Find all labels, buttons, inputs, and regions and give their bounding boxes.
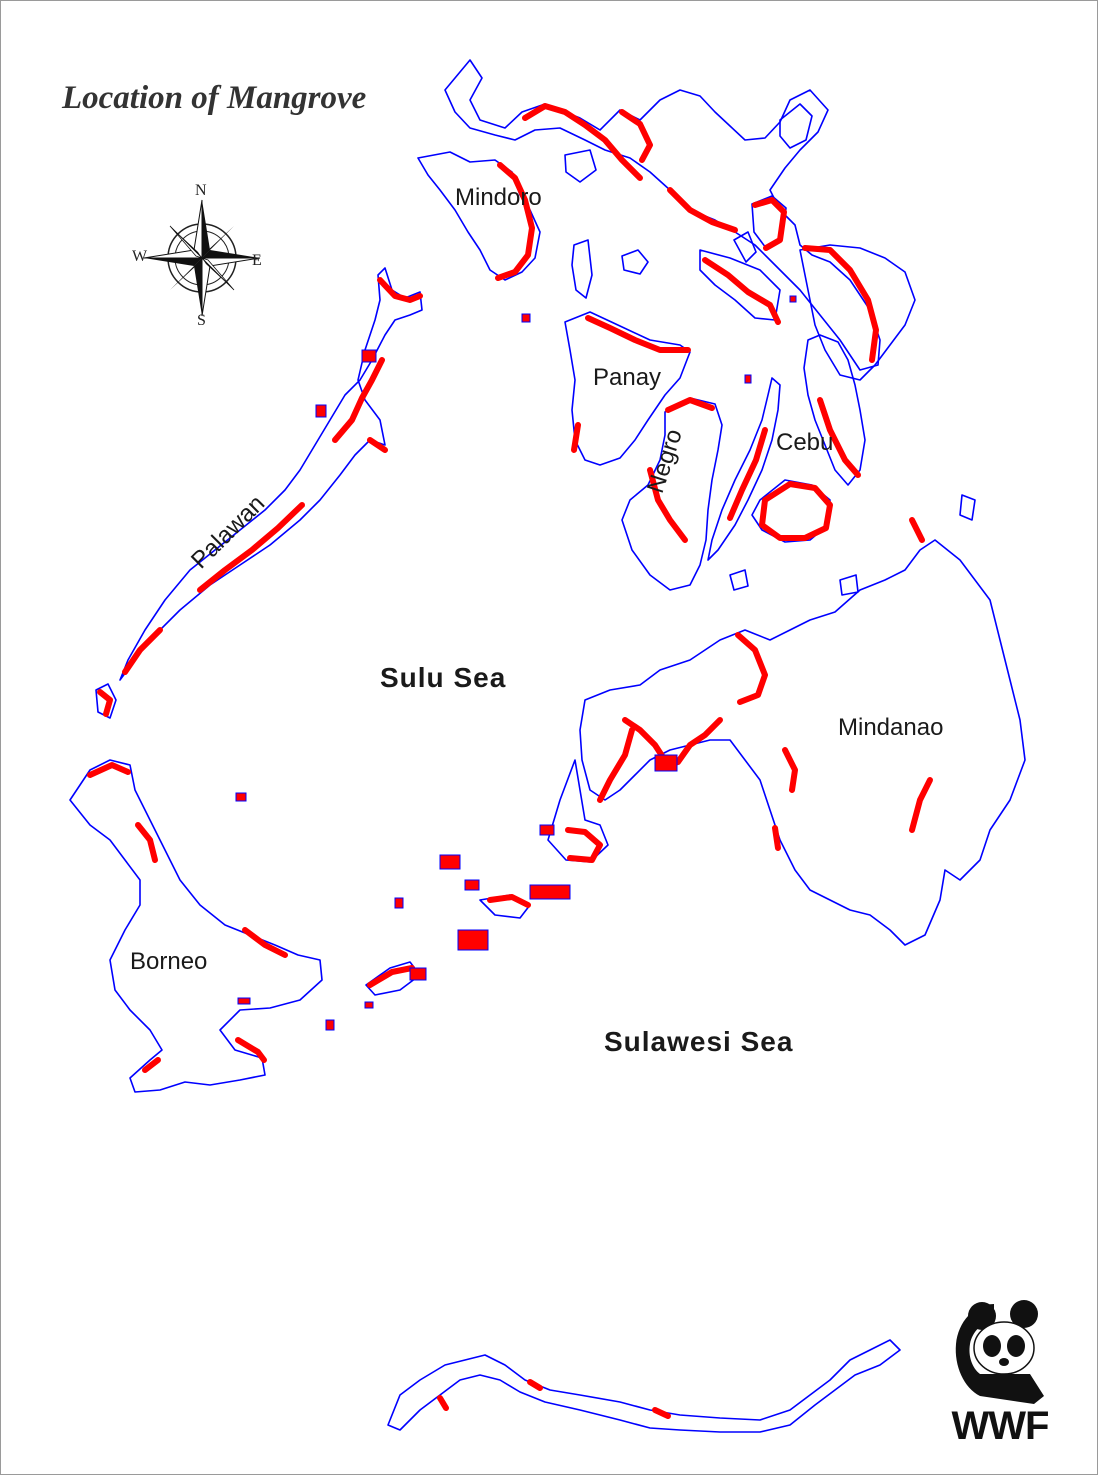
- mangrove-patch: [409, 967, 427, 981]
- mangrove-mindanao-g: [772, 825, 781, 851]
- label-sulu-sea: Sulu Sea: [380, 662, 507, 693]
- mangrove-patch: [237, 997, 251, 1005]
- wwf-logo-text: WWF: [951, 1404, 1050, 1448]
- mangrove-patch: [394, 897, 404, 909]
- mangrove-cebu: [727, 427, 768, 521]
- mangrove-palawan-b: [197, 502, 305, 593]
- compass-south-label: S: [197, 312, 206, 329]
- mangrove-borneo-c: [242, 927, 288, 958]
- small-island-h: [729, 569, 749, 591]
- mangrove-borneo-e: [142, 1057, 161, 1073]
- mangrove-sulawesi-a: [527, 1379, 543, 1391]
- mangrove-borneo-d: [235, 1037, 267, 1063]
- label-mindanao: Mindanao: [838, 714, 944, 741]
- leyte-coastline: [803, 334, 866, 486]
- mangrove-negros: [665, 397, 715, 413]
- mangrove-patch: [361, 349, 377, 363]
- map-title: Location of Mangrove: [62, 80, 367, 116]
- mangrove-sulu-a: [487, 894, 531, 908]
- compass-north-label: N: [195, 182, 207, 199]
- mangrove-masbate: [702, 257, 781, 325]
- mindanao-coastline: [579, 539, 1026, 946]
- mangrove-borneo-b: [135, 822, 158, 863]
- label-cebu: Cebu: [776, 429, 834, 456]
- mangrove-patch: [439, 854, 461, 870]
- mangrove-patch: [521, 313, 531, 323]
- mangrove-mindoro: [495, 162, 535, 281]
- mangrove-leyte: [817, 397, 861, 478]
- label-mindoro: Mindoro: [455, 184, 542, 211]
- mindoro-coastline: [417, 151, 541, 281]
- mangrove-sulu-b: [367, 965, 415, 988]
- mangrove-patch: [457, 929, 489, 951]
- mangrove-luzon-c: [667, 187, 738, 233]
- small-island-i: [959, 494, 976, 521]
- compass-east-label: E: [252, 252, 262, 269]
- samar-coastline: [799, 244, 916, 381]
- small-island-c: [571, 239, 593, 299]
- mangrove-patch: [364, 1001, 374, 1009]
- masbate-coastline: [699, 249, 781, 321]
- mangrove-palawan-d: [377, 277, 423, 303]
- mangrove-mindanao-a: [735, 632, 768, 705]
- small-island-e: [779, 103, 813, 149]
- mangrove-mindanao-c: [597, 727, 635, 803]
- panda-icon: [955, 1300, 1044, 1404]
- sulawesi-coastline: [387, 1339, 901, 1433]
- mangrove-samar: [802, 245, 879, 363]
- small-island-d: [733, 231, 757, 263]
- mangrove-patch: [464, 879, 480, 891]
- mangrove-mindanao-d: [782, 747, 798, 793]
- mangrove-panay-b: [571, 422, 581, 453]
- mangrove-patch: [529, 884, 571, 900]
- mangrove-patch: [235, 792, 247, 802]
- borneo-coastline: [69, 759, 323, 1093]
- compass-west-label: W: [132, 248, 148, 265]
- mangrove-borneo-a: [87, 762, 131, 778]
- mangrove-zamboanga: [565, 827, 603, 863]
- mangrove-patch: [744, 374, 752, 384]
- mangrove-palawan-e: [367, 437, 388, 453]
- compass-star-icon: [143, 199, 261, 317]
- mangrove-bohol: [759, 481, 833, 541]
- label-borneo: Borneo: [130, 948, 208, 975]
- mangrove-luzon-a: [522, 103, 643, 181]
- label-sulawesi-sea: Sulawesi Sea: [604, 1026, 794, 1057]
- small-island-b: [564, 149, 597, 183]
- mangrove-patch: [789, 295, 797, 303]
- negros-coastline: [621, 397, 723, 591]
- label-panay: Panay: [593, 364, 662, 391]
- panay-coastline: [564, 311, 691, 466]
- luzon-coastline: [444, 59, 881, 371]
- mangrove-patch: [315, 404, 327, 418]
- mangrove-luzon-d: [752, 197, 787, 251]
- mangrove-palawan-a: [122, 627, 163, 675]
- small-island-a: [621, 249, 649, 275]
- cebu-coastline: [707, 377, 781, 561]
- mangrove-patch: [325, 1019, 335, 1031]
- mangrove-patch: [654, 754, 678, 772]
- busuanga-coastline: [95, 683, 117, 719]
- mangrove-mindanao-f: [909, 517, 925, 543]
- mangrove-palawan-c: [332, 357, 385, 443]
- mangrove-sulawesi-c: [437, 1395, 449, 1411]
- compass-rose: N S E W: [128, 182, 268, 332]
- mangrove-negros-b: [647, 467, 688, 543]
- small-island-g: [839, 574, 859, 596]
- mangrove-panay: [585, 315, 691, 353]
- mangrove-mindanao-e: [909, 777, 933, 833]
- mangrove-sulawesi-b: [652, 1407, 671, 1419]
- mangrove-luzon-b: [619, 109, 653, 163]
- mangrove-patch: [539, 824, 555, 836]
- mangrove-busuanga: [97, 689, 113, 717]
